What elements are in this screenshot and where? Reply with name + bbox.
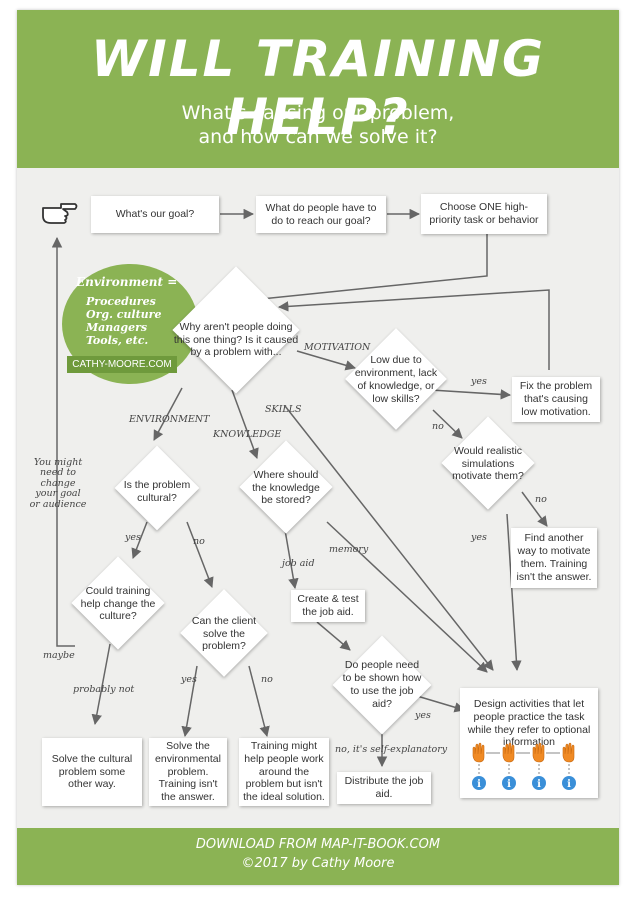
svg-text:i: i <box>537 779 541 790</box>
create-job-aid-box: Create & test the job aid. <box>291 590 365 622</box>
environment-item: Procedures <box>86 295 156 308</box>
copyright-text: ©2017 by Cathy Moore <box>241 856 395 871</box>
hands-info-row: i i i i <box>469 742 591 792</box>
no-label: no <box>432 421 444 432</box>
header-banner: WILL TRAINING HELP? What's causing our p… <box>17 10 619 168</box>
svg-text:i: i <box>477 779 481 790</box>
yes-label: yes <box>181 674 197 685</box>
no-label: no <box>193 536 205 547</box>
client-solve-text: Can the client solve the problem? <box>191 614 257 653</box>
reach-goal-box: What do people have to do to reach our g… <box>256 196 386 233</box>
motivation-label: MOTIVATION <box>304 342 371 353</box>
knowledge-stored-text: Where should the knowledge be stored? <box>252 468 320 507</box>
hand-icon <box>502 742 515 763</box>
maybe-label: maybe <box>43 650 75 661</box>
choose-task-box: Choose ONE high-priority task or behavio… <box>421 194 547 234</box>
hand-icon <box>532 742 545 763</box>
pointing-hand-icon <box>41 200 79 228</box>
training-change-culture-text: Could training help change the culture? <box>80 584 156 623</box>
page-title: WILL TRAINING HELP? <box>90 30 546 146</box>
find-another-way-box: Find another way to motivate them. Train… <box>511 528 597 588</box>
low-due-text: Low due to environment, lack of knowledg… <box>354 354 438 405</box>
page-subtitle-line2: and how can we solve it? <box>198 126 438 148</box>
cultural-text: Is the problem cultural? <box>123 479 191 504</box>
fix-problem-box: Fix the problem that's causing low motiv… <box>512 377 600 422</box>
job-aid-label: job aid <box>282 558 315 569</box>
probably-not-label: probably not <box>73 684 135 695</box>
page-subtitle-line1: What's causing our problem, <box>181 102 455 124</box>
yes-label: yes <box>125 532 141 543</box>
design-activities-text: Design activities that let people practi… <box>467 698 591 749</box>
training-might-help-box: Training might help people work around t… <box>239 738 329 806</box>
environment-item: Managers <box>86 321 148 334</box>
download-link-text: DOWNLOAD FROM MAP-IT-BOOK.COM <box>195 837 441 852</box>
credit-badge: CATHY-MOORE.COM <box>67 356 177 373</box>
realistic-sims-text: Would realistic simulations motivate the… <box>452 444 524 483</box>
svg-text:i: i <box>507 779 511 790</box>
svg-text:i: i <box>567 779 571 790</box>
footer-banner: DOWNLOAD FROM MAP-IT-BOOK.COM ©2017 by C… <box>17 828 619 885</box>
flow-arrows <box>51 208 550 768</box>
info-icon <box>532 776 546 790</box>
environment-item: Org. culture <box>86 308 162 321</box>
environment-label: ENVIRONMENT <box>129 414 210 425</box>
knowledge-label: KNOWLEDGE <box>213 429 282 440</box>
memory-label: memory <box>329 544 369 555</box>
environment-heading: Environment = <box>76 275 178 289</box>
shown-how-text: Do people need to be shown how to use th… <box>342 659 422 710</box>
info-icon <box>472 776 486 790</box>
skills-label: SKILLS <box>265 404 302 415</box>
no-label: no <box>261 674 273 685</box>
info-icon <box>502 776 516 790</box>
goal-box: What's our goal? <box>91 196 219 233</box>
solve-cultural-box: Solve the cultural problem some other wa… <box>42 738 142 806</box>
environment-item: Tools, etc. <box>86 334 149 347</box>
no-self-explanatory-label: no, it's self-explanatory <box>335 744 448 755</box>
why-not-text: Why aren't people doing this one thing? … <box>173 320 299 359</box>
solve-environmental-box: Solve the environmental problem. Trainin… <box>149 738 227 806</box>
no-label: no <box>535 494 547 505</box>
yes-label: yes <box>471 532 487 543</box>
hand-icon <box>562 742 575 763</box>
info-icon <box>562 776 576 790</box>
yes-label: yes <box>471 376 487 387</box>
distribute-job-aid-box: Distribute the job aid. <box>337 772 431 804</box>
infographic-page: WILL TRAINING HELP? What's causing our p… <box>17 10 619 885</box>
hand-icon <box>472 742 485 763</box>
change-goal-note: You might need to change your goal or au… <box>29 457 87 510</box>
yes-label: yes <box>415 710 431 721</box>
